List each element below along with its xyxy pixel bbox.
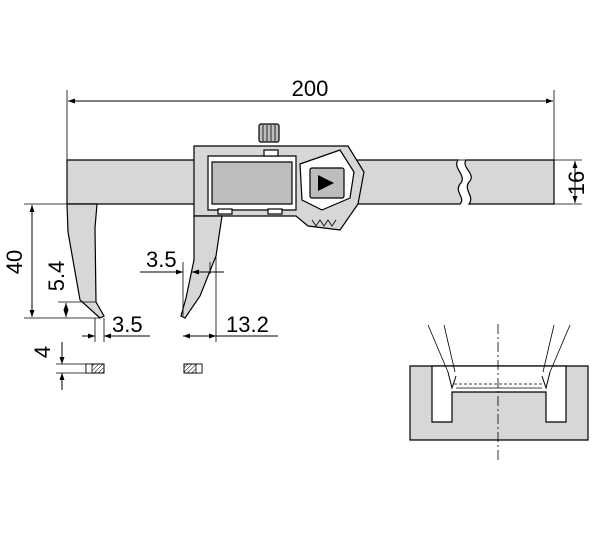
jaw-length-label: 40 bbox=[2, 250, 27, 274]
height-label: 16 bbox=[564, 171, 589, 195]
tip-width-left-dimension: 3.5 bbox=[82, 312, 150, 342]
jaw-span-label: 13.2 bbox=[226, 312, 269, 337]
groove-illustration bbox=[409, 324, 589, 460]
tip-width-left-label: 3.5 bbox=[112, 312, 143, 337]
sliding-head bbox=[193, 123, 365, 231]
tip-width-right-label: 3.5 bbox=[146, 247, 177, 272]
tip-thickness-label: 4 bbox=[30, 346, 55, 358]
tip-width-right-dimension: 3.5 bbox=[140, 247, 224, 316]
jaw-length-dimension: 40 bbox=[2, 203, 100, 319]
display-screen bbox=[211, 161, 293, 205]
adjust-knob bbox=[258, 123, 280, 143]
length-dimension: 200 bbox=[66, 76, 555, 160]
fixed-jaw bbox=[66, 203, 105, 319]
height-dimension: 16 bbox=[554, 159, 589, 205]
tip-length-label: 5.4 bbox=[44, 261, 69, 292]
sliding-jaw bbox=[180, 215, 223, 319]
jaw-span-dimension: 13.2 bbox=[183, 256, 278, 342]
tip-length-dimension: 5.4 bbox=[44, 261, 96, 317]
length-label: 200 bbox=[292, 76, 329, 101]
tip-thickness-dimension: 4 bbox=[30, 342, 203, 390]
play-triangle-icon bbox=[318, 175, 334, 191]
